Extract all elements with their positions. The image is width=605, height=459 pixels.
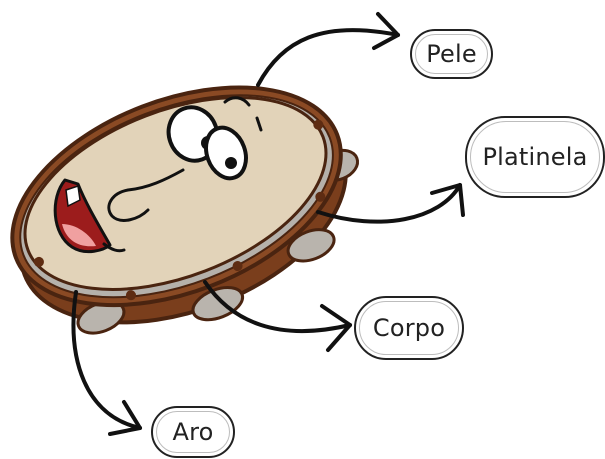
label-corpo: Corpo — [354, 296, 464, 360]
label-aro: Aro — [151, 406, 235, 458]
arrow-to-pele — [258, 14, 398, 85]
label-pele: Pele — [410, 29, 493, 79]
label-platinela: Platinela — [465, 116, 605, 198]
